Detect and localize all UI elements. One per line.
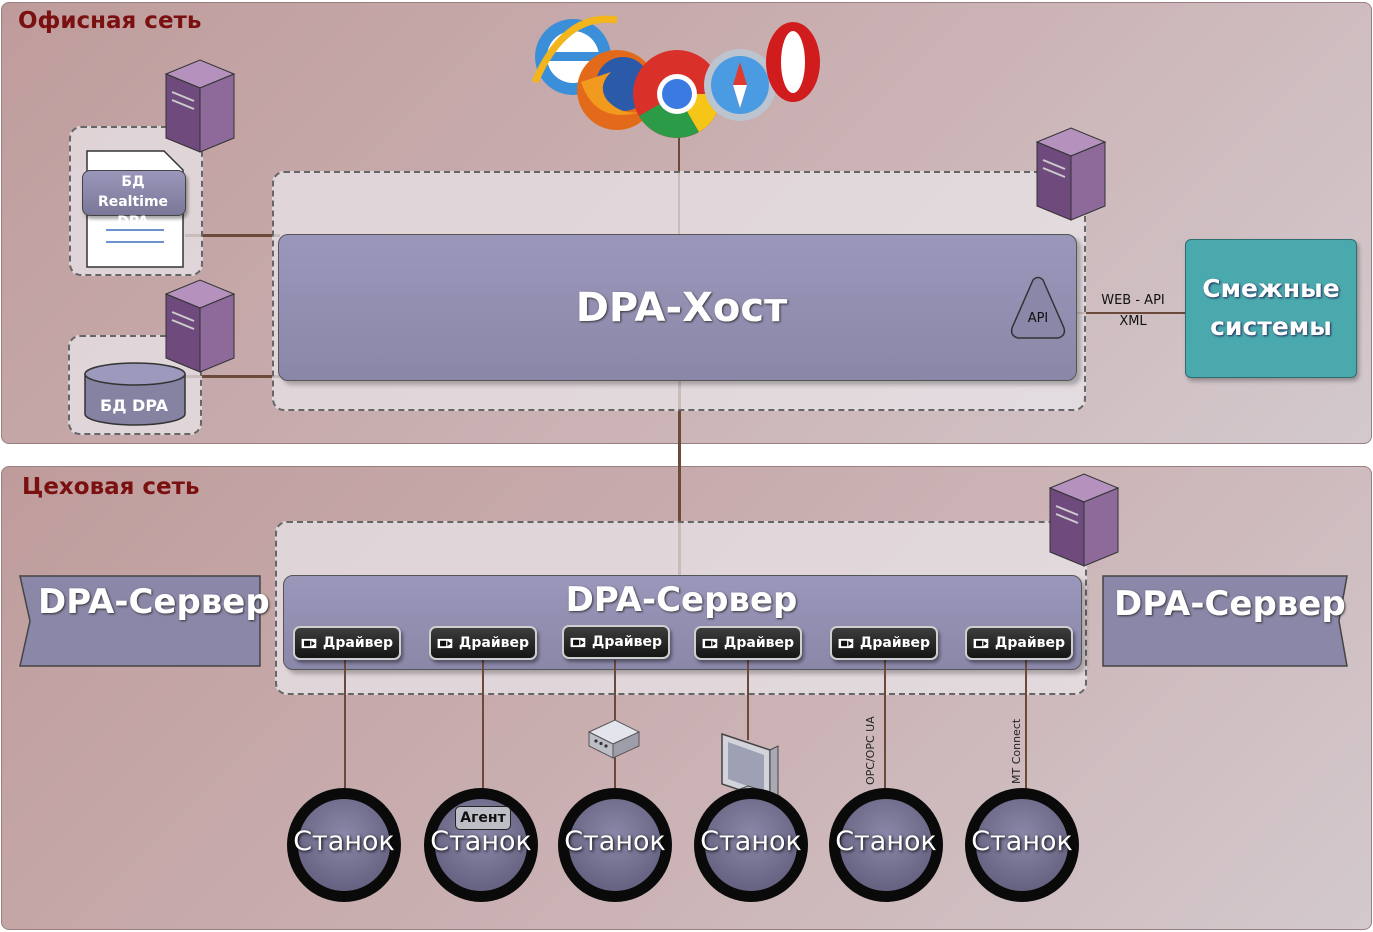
- xml-label: XML: [1119, 314, 1147, 329]
- mtconnect-protocol-label: MT Connect: [1010, 718, 1023, 784]
- dpa-server-right-title: DPA-Сервер: [1114, 584, 1346, 624]
- server-tower-icon: [164, 279, 236, 373]
- driver-icon: [838, 638, 854, 648]
- machine-node-inner: [298, 799, 390, 891]
- driver-machine-line: [747, 660, 749, 740]
- driver-icon: [437, 638, 453, 648]
- dpa-host-box: [278, 234, 1077, 381]
- realtime-db-label-box: [82, 170, 186, 216]
- agent-badge: Агент: [455, 806, 511, 830]
- machine-node: Станок: [694, 788, 808, 902]
- office-network-title: Офисная сеть: [18, 8, 202, 34]
- driver-icon: [702, 638, 718, 648]
- host-server-line-lower: [678, 442, 681, 578]
- driver-label: Драйвер: [994, 635, 1065, 651]
- dpa-server-left-shape: [19, 575, 261, 667]
- driver-label: Драйвер: [859, 635, 930, 651]
- driver-badge: Драйвер: [293, 626, 401, 660]
- api-label: API: [1027, 311, 1049, 326]
- db-label: БД DPA: [100, 396, 168, 415]
- driver-icon: [301, 638, 317, 648]
- machine-label: Станок: [293, 826, 395, 857]
- machine-node: Станок: [287, 788, 401, 902]
- driver-icon: [570, 637, 586, 647]
- driver-label: Драйвер: [458, 635, 529, 651]
- machine-label: Станок: [564, 826, 666, 857]
- driver-machine-line: [1025, 660, 1027, 790]
- driver-label: Драйвер: [322, 635, 393, 651]
- shop-network-title: Цеховая сеть: [22, 474, 200, 500]
- machine-label: Станок: [835, 826, 937, 857]
- external-systems-line1: Смежные: [1202, 274, 1340, 303]
- external-systems-line2: системы: [1210, 312, 1332, 341]
- machine-label: Станок: [700, 826, 802, 857]
- dpa-server-right-shape: [1102, 575, 1348, 667]
- server-tower-icon: [1035, 127, 1107, 221]
- dpa-server-main-box: [283, 575, 1082, 670]
- db-host-line: [186, 375, 280, 378]
- driver-badge: Драйвер: [694, 626, 802, 660]
- machine-node-inner: [976, 799, 1068, 891]
- safari-icon: [704, 49, 776, 121]
- machine-node: Станок: [558, 788, 672, 902]
- web-api-label: WEB - API: [1101, 293, 1165, 308]
- driver-badge: Драйвер: [965, 626, 1073, 660]
- driver-machine-line: [482, 660, 484, 806]
- dpa-host-title: DPA-Хост: [575, 285, 788, 331]
- machine-node-inner: [840, 799, 932, 891]
- gateway-device-icon: [587, 719, 641, 759]
- browser-logos: [531, 15, 820, 138]
- driver-label: Драйвер: [591, 634, 662, 650]
- external-systems-box: [1185, 239, 1357, 378]
- realtime-db-host-line: [185, 234, 280, 237]
- driver-machine-line: [884, 660, 886, 790]
- dpa-server-left-title: DPA-Сервер: [38, 582, 270, 622]
- driver-icon: [973, 638, 989, 648]
- driver-badge: Драйвер: [429, 626, 537, 660]
- api-badge-icon: [1010, 276, 1066, 339]
- machine-label: Станок: [430, 826, 532, 857]
- server-tower-icon: [164, 59, 236, 153]
- host-external-line: [1076, 312, 1186, 314]
- database-icon: [84, 362, 186, 426]
- machine-node-inner: [705, 799, 797, 891]
- driver-label: Драйвер: [723, 635, 794, 651]
- realtime-db-label: БД Realtime DPA: [97, 174, 169, 230]
- driver-badge: Драйвер: [830, 626, 938, 660]
- machine-node: Станок: [829, 788, 943, 902]
- driver-badge: Драйвер: [562, 625, 670, 659]
- opera-icon: [766, 22, 820, 102]
- server-tower-icon: [1048, 473, 1120, 567]
- driver-machine-line: [344, 660, 346, 790]
- machine-label: Станок: [971, 826, 1073, 857]
- dpa-server-main-title: DPA-Сервер: [565, 580, 798, 620]
- opc-protocol-label: OPC/OPC UA: [864, 716, 877, 785]
- machine-node: Станок: [965, 788, 1079, 902]
- machine-node-inner: [569, 799, 661, 891]
